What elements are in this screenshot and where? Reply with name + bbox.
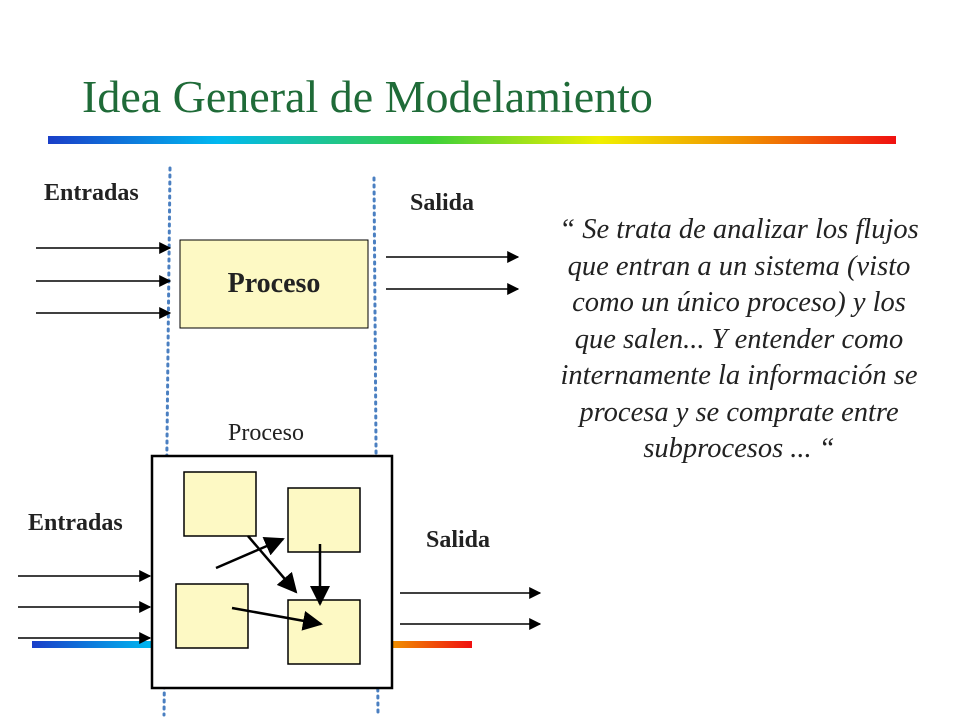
subprocess-box-bottom-left	[175, 583, 249, 649]
subprocess-arrow-2	[247, 535, 298, 594]
slide-title: Idea General de Modelamiento	[82, 71, 653, 122]
subprocess-box-bottom-right	[287, 599, 361, 665]
subprocess-box-top-right	[287, 487, 361, 553]
bottom-output-label: Salida	[426, 527, 491, 553]
bottom-gradient-strip-right	[392, 641, 472, 648]
subprocess-box-top-left	[183, 471, 257, 537]
top-process-label: Proceso	[227, 268, 321, 299]
subprocess-arrow-1	[215, 536, 285, 570]
top-inputs-label: Entradas	[44, 180, 139, 206]
top-output-label: Salida	[410, 190, 475, 216]
top-process-box	[179, 239, 369, 329]
bottom-inputs-label: Entradas	[28, 510, 123, 536]
title-gradient-bar	[48, 136, 896, 144]
explanation-quote: “ Se trata de analizar los flujos que en…	[559, 214, 919, 464]
subprocess-arrow-4	[231, 606, 323, 631]
bottom-process-caption: Proceso	[228, 420, 304, 446]
bottom-gradient-strip-left	[32, 641, 152, 648]
